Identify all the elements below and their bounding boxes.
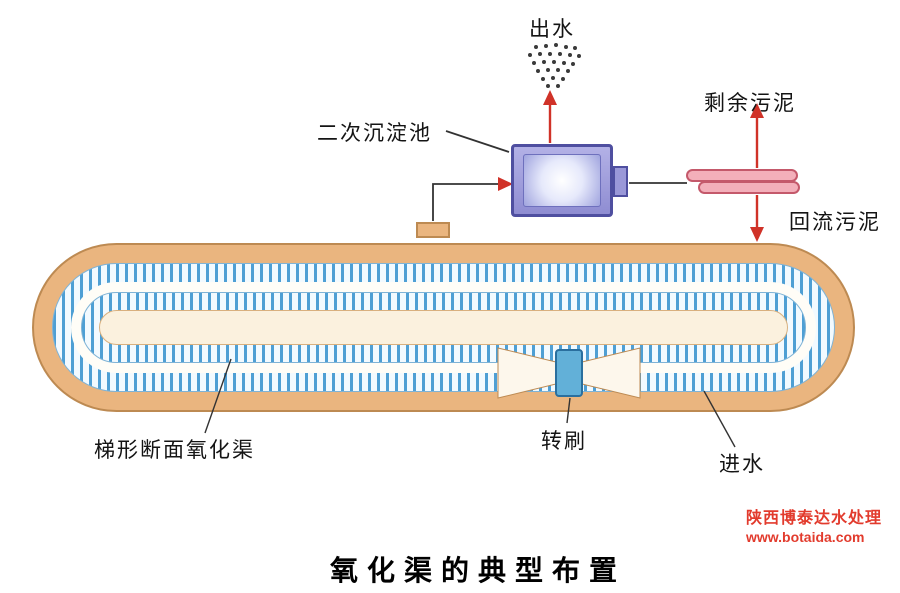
label-rotor-brush: 转刷 — [541, 429, 587, 453]
clarifier-outlet-tab — [613, 166, 628, 197]
clarifier-label-line — [445, 130, 510, 153]
label-excess-sludge: 剩余污泥 — [704, 91, 796, 115]
label-effluent: 出水 — [529, 17, 575, 41]
label-secondary-clarifier: 二次沉淀池 — [317, 121, 432, 145]
effluent-spray-dots — [528, 43, 581, 88]
watermark: 陕西博泰达水处理 www.botaida.com — [746, 509, 882, 547]
label-influent: 进水 — [719, 452, 765, 476]
ditch-to-tank-pipe — [432, 183, 499, 221]
ditch-outlet-pedestal — [416, 222, 450, 238]
ditch-center-island — [99, 310, 788, 345]
return-sludge-arrowhead — [750, 227, 764, 242]
effluent-arrowhead — [543, 90, 557, 105]
label-return-sludge: 回流污泥 — [789, 210, 881, 234]
sludge-disc-bottom — [698, 181, 800, 194]
clarifier-tank-window — [523, 154, 601, 207]
label-trapezoid-channel: 梯形断面氧化渠 — [94, 438, 255, 462]
watermark-name: 陕西博泰达水处理 — [745, 510, 882, 527]
watermark-url: www.botaida.com — [745, 529, 865, 545]
diagram-title: 氧化渠的典型布置 — [330, 556, 627, 587]
